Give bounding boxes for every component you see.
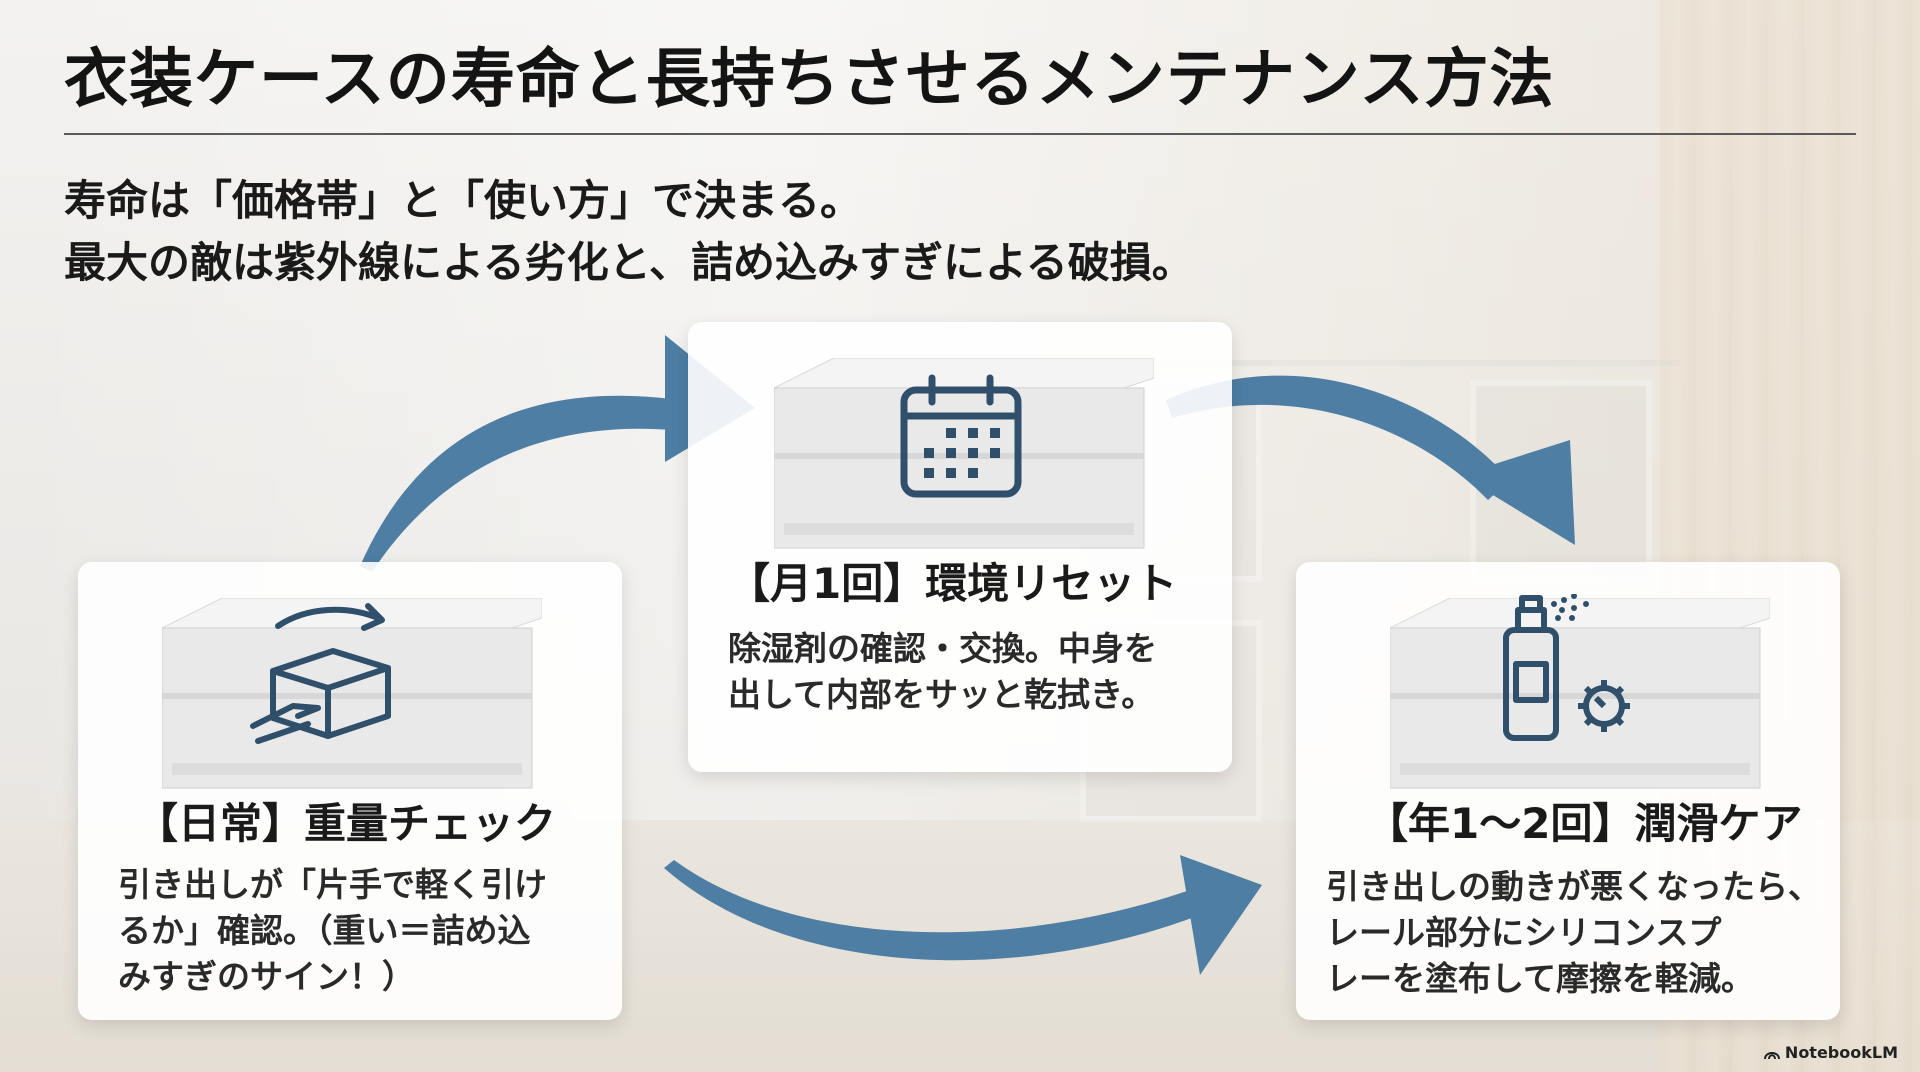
page-title: 衣装ケースの寿命と長持ちさせるメンテナンス方法 — [64, 43, 1555, 117]
card-yearly-body-line: レール部分にシリコンスプ — [1326, 913, 1722, 952]
card-monthly-body-line: 出して内部をサッと乾拭き。 — [728, 675, 1155, 714]
calendar-icon — [900, 374, 1022, 498]
card-daily-body-line: みすぎのサイン！） — [118, 957, 415, 996]
arrow-daily-to-yearly — [664, 860, 1200, 961]
card-daily-body-line: るか」確認。（重い＝詰め込 — [118, 911, 531, 950]
card-yearly: 【年1～2回】潤滑ケア 引き出しの動きが悪くなったら、 レール部分にシリコンスプ… — [1296, 562, 1840, 1020]
lead-text: 寿命は「価格帯」と「使い方」で決まる。 最大の敵は紫外線による劣化と、詰め込みす… — [64, 170, 1194, 294]
card-monthly-body-line: 除湿剤の確認・交換。中身を — [728, 629, 1157, 668]
drawer-illustration — [1390, 598, 1770, 789]
card-daily-body-line: 引き出しが「片手で軽く引け — [118, 865, 547, 904]
spray-gear-icon — [1503, 594, 1630, 741]
lead-line-2: 最大の敵は紫外線による劣化と、詰め込みすぎによる破損。 — [64, 238, 1194, 287]
title-divider — [64, 133, 1856, 135]
hand-push-box-icon — [250, 603, 391, 744]
notebooklm-logo-icon — [1763, 1051, 1780, 1059]
notebooklm-brand: NotebookLM — [1763, 1043, 1898, 1062]
lead-line-1: 寿命は「価格帯」と「使い方」で決まる。 — [64, 176, 863, 225]
card-yearly-body-line: レーを塗布して摩擦を軽減。 — [1326, 959, 1755, 998]
card-daily: 【日常】重量チェック 引き出しが「片手で軽く引け るか」確認。（重い＝詰め込 み… — [78, 562, 622, 1020]
card-monthly: 【月1回】環境リセット 除湿剤の確認・交換。中身を 出して内部をサッと乾拭き。 — [688, 322, 1232, 772]
brand-label: NotebookLM — [1784, 1043, 1898, 1062]
card-monthly-title: 【月1回】環境リセット — [728, 559, 1178, 608]
card-yearly-body: 引き出しの動きが悪くなったら、 レール部分にシリコンスプ レーを塗布して摩擦を軽… — [1326, 864, 1836, 1002]
arrow-daily-to-monthly — [360, 395, 680, 572]
arrow-head-2 — [1460, 440, 1575, 545]
drawer-illustration — [162, 598, 542, 789]
card-yearly-title: 【年1～2回】潤滑ケア — [1366, 799, 1803, 848]
card-monthly-body: 除湿剤の確認・交換。中身を 出して内部をサッと乾拭き。 — [728, 626, 1208, 718]
card-daily-title: 【日常】重量チェック — [136, 799, 557, 848]
card-yearly-body-line: 引き出しの動きが悪くなったら、 — [1326, 867, 1821, 906]
card-daily-body: 引き出しが「片手で軽く引け るか」確認。（重い＝詰め込 みすぎのサイン！） — [118, 862, 598, 1000]
arrow-head-3 — [1180, 855, 1262, 975]
